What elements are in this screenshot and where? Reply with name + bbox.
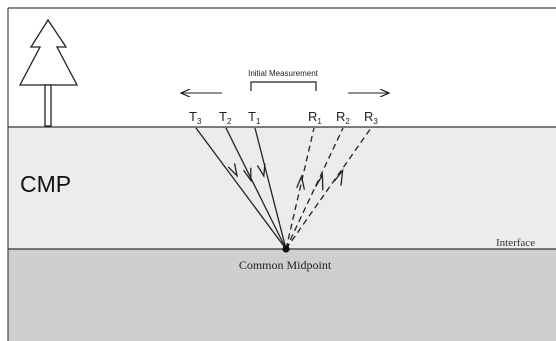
ray-r1-arrowhead bbox=[296, 174, 306, 190]
common-midpoint-label: Common Midpoint bbox=[239, 258, 332, 272]
ray-r2 bbox=[285, 127, 344, 250]
reflected-ray-arrows bbox=[296, 168, 344, 191]
receiver-label-r1: R1 bbox=[308, 109, 322, 126]
receiver-label-r2: R2 bbox=[336, 109, 350, 126]
transmitter-label-t2: T2 bbox=[219, 109, 232, 126]
upper-layer bbox=[8, 127, 556, 249]
incident-ray-arrows bbox=[227, 163, 266, 183]
ray-r3 bbox=[285, 127, 372, 250]
ray-t1-arrowhead bbox=[256, 163, 266, 179]
measurement-bracket bbox=[250, 81, 317, 91]
sky-region bbox=[8, 8, 556, 127]
transmitter-label-t3: T3 bbox=[189, 109, 202, 126]
ray-r3-arrowhead bbox=[333, 168, 344, 186]
ray-t1 bbox=[254, 127, 287, 250]
cmp-label: CMP bbox=[20, 171, 71, 197]
receiver-label-r3: R3 bbox=[364, 109, 378, 126]
ray-t2 bbox=[225, 127, 287, 250]
interface-label: Interface bbox=[496, 237, 535, 249]
ray-r1 bbox=[285, 127, 315, 250]
initial-measurement-label: Initial Measurement bbox=[248, 69, 319, 78]
tree-icon bbox=[18, 18, 79, 127]
common-midpoint-dot bbox=[282, 245, 290, 253]
ray-r2-arrowhead bbox=[315, 172, 324, 191]
transmitter-label-t1: T1 bbox=[248, 109, 261, 126]
lower-layer bbox=[8, 249, 556, 341]
reflected-rays bbox=[285, 127, 372, 250]
ray-t3-arrowhead bbox=[227, 163, 239, 178]
ray-t3 bbox=[195, 127, 287, 250]
ray-t2-arrowhead bbox=[243, 167, 252, 183]
incident-rays bbox=[195, 127, 287, 250]
